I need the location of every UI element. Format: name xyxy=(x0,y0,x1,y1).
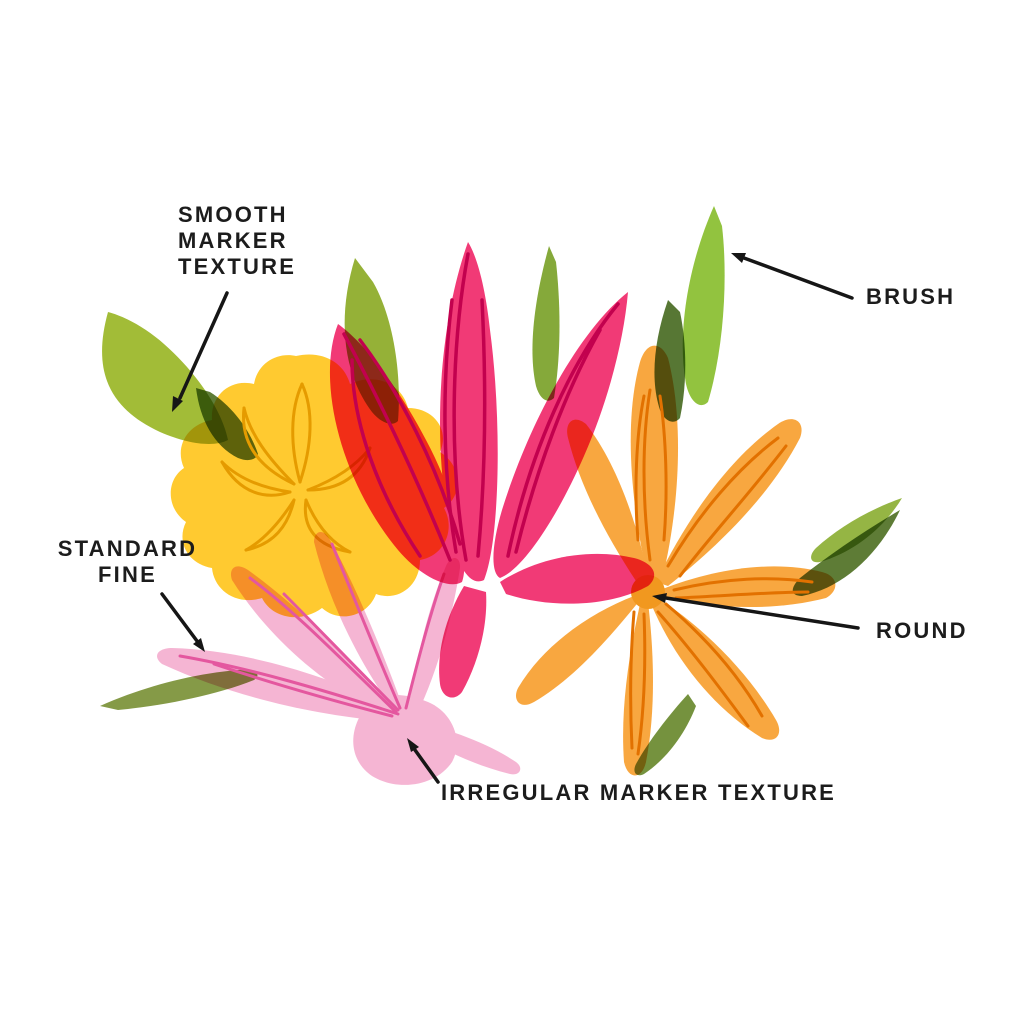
magenta-petal-down xyxy=(439,586,487,698)
magenta-petal-upper-left xyxy=(329,324,465,585)
olive-leaf-bottom-right xyxy=(634,694,696,776)
label-standard-fine: STANDARD FINE xyxy=(57,536,198,587)
arrow-standard-fine xyxy=(160,592,205,652)
orange-petal-lower-right xyxy=(652,598,780,740)
brush-leaf xyxy=(682,206,725,406)
magenta-petal-right xyxy=(500,553,655,604)
magenta-flower-veins xyxy=(342,252,620,562)
pink-flower-veins xyxy=(178,542,446,718)
pink-petal-upper-left xyxy=(230,566,400,720)
orange-petal-upper-right xyxy=(656,419,802,586)
pink-flower xyxy=(157,531,521,785)
orange-flower-veins xyxy=(629,388,814,756)
label-smooth-marker-texture: SMOOTH MARKER TEXTURE xyxy=(178,202,297,279)
label-irregular-marker-texture: IRREGULAR MARKER TEXTURE xyxy=(441,780,837,805)
orange-flower-center xyxy=(631,575,665,609)
orange-flower xyxy=(515,345,836,776)
pink-petal-base xyxy=(353,694,457,785)
magenta-flower xyxy=(329,242,655,698)
slender-leaf-center xyxy=(532,246,560,401)
arrow-irregular-marker xyxy=(407,738,440,784)
orange-petal-lower-left xyxy=(515,596,640,705)
label-brush: BRUSH xyxy=(866,284,956,309)
label-round: ROUND xyxy=(876,618,968,643)
arrow-round xyxy=(652,593,860,630)
smooth-marker-leaf xyxy=(102,312,228,444)
pink-petal-upper-right xyxy=(408,557,461,716)
arrow-smooth-marker xyxy=(172,291,229,412)
sage-leaf-right-top xyxy=(811,498,902,563)
orange-petal-upper-left xyxy=(567,419,648,584)
arrow-brush xyxy=(731,253,854,300)
annotation-arrows xyxy=(160,253,860,784)
pink-petal-up xyxy=(314,531,404,716)
